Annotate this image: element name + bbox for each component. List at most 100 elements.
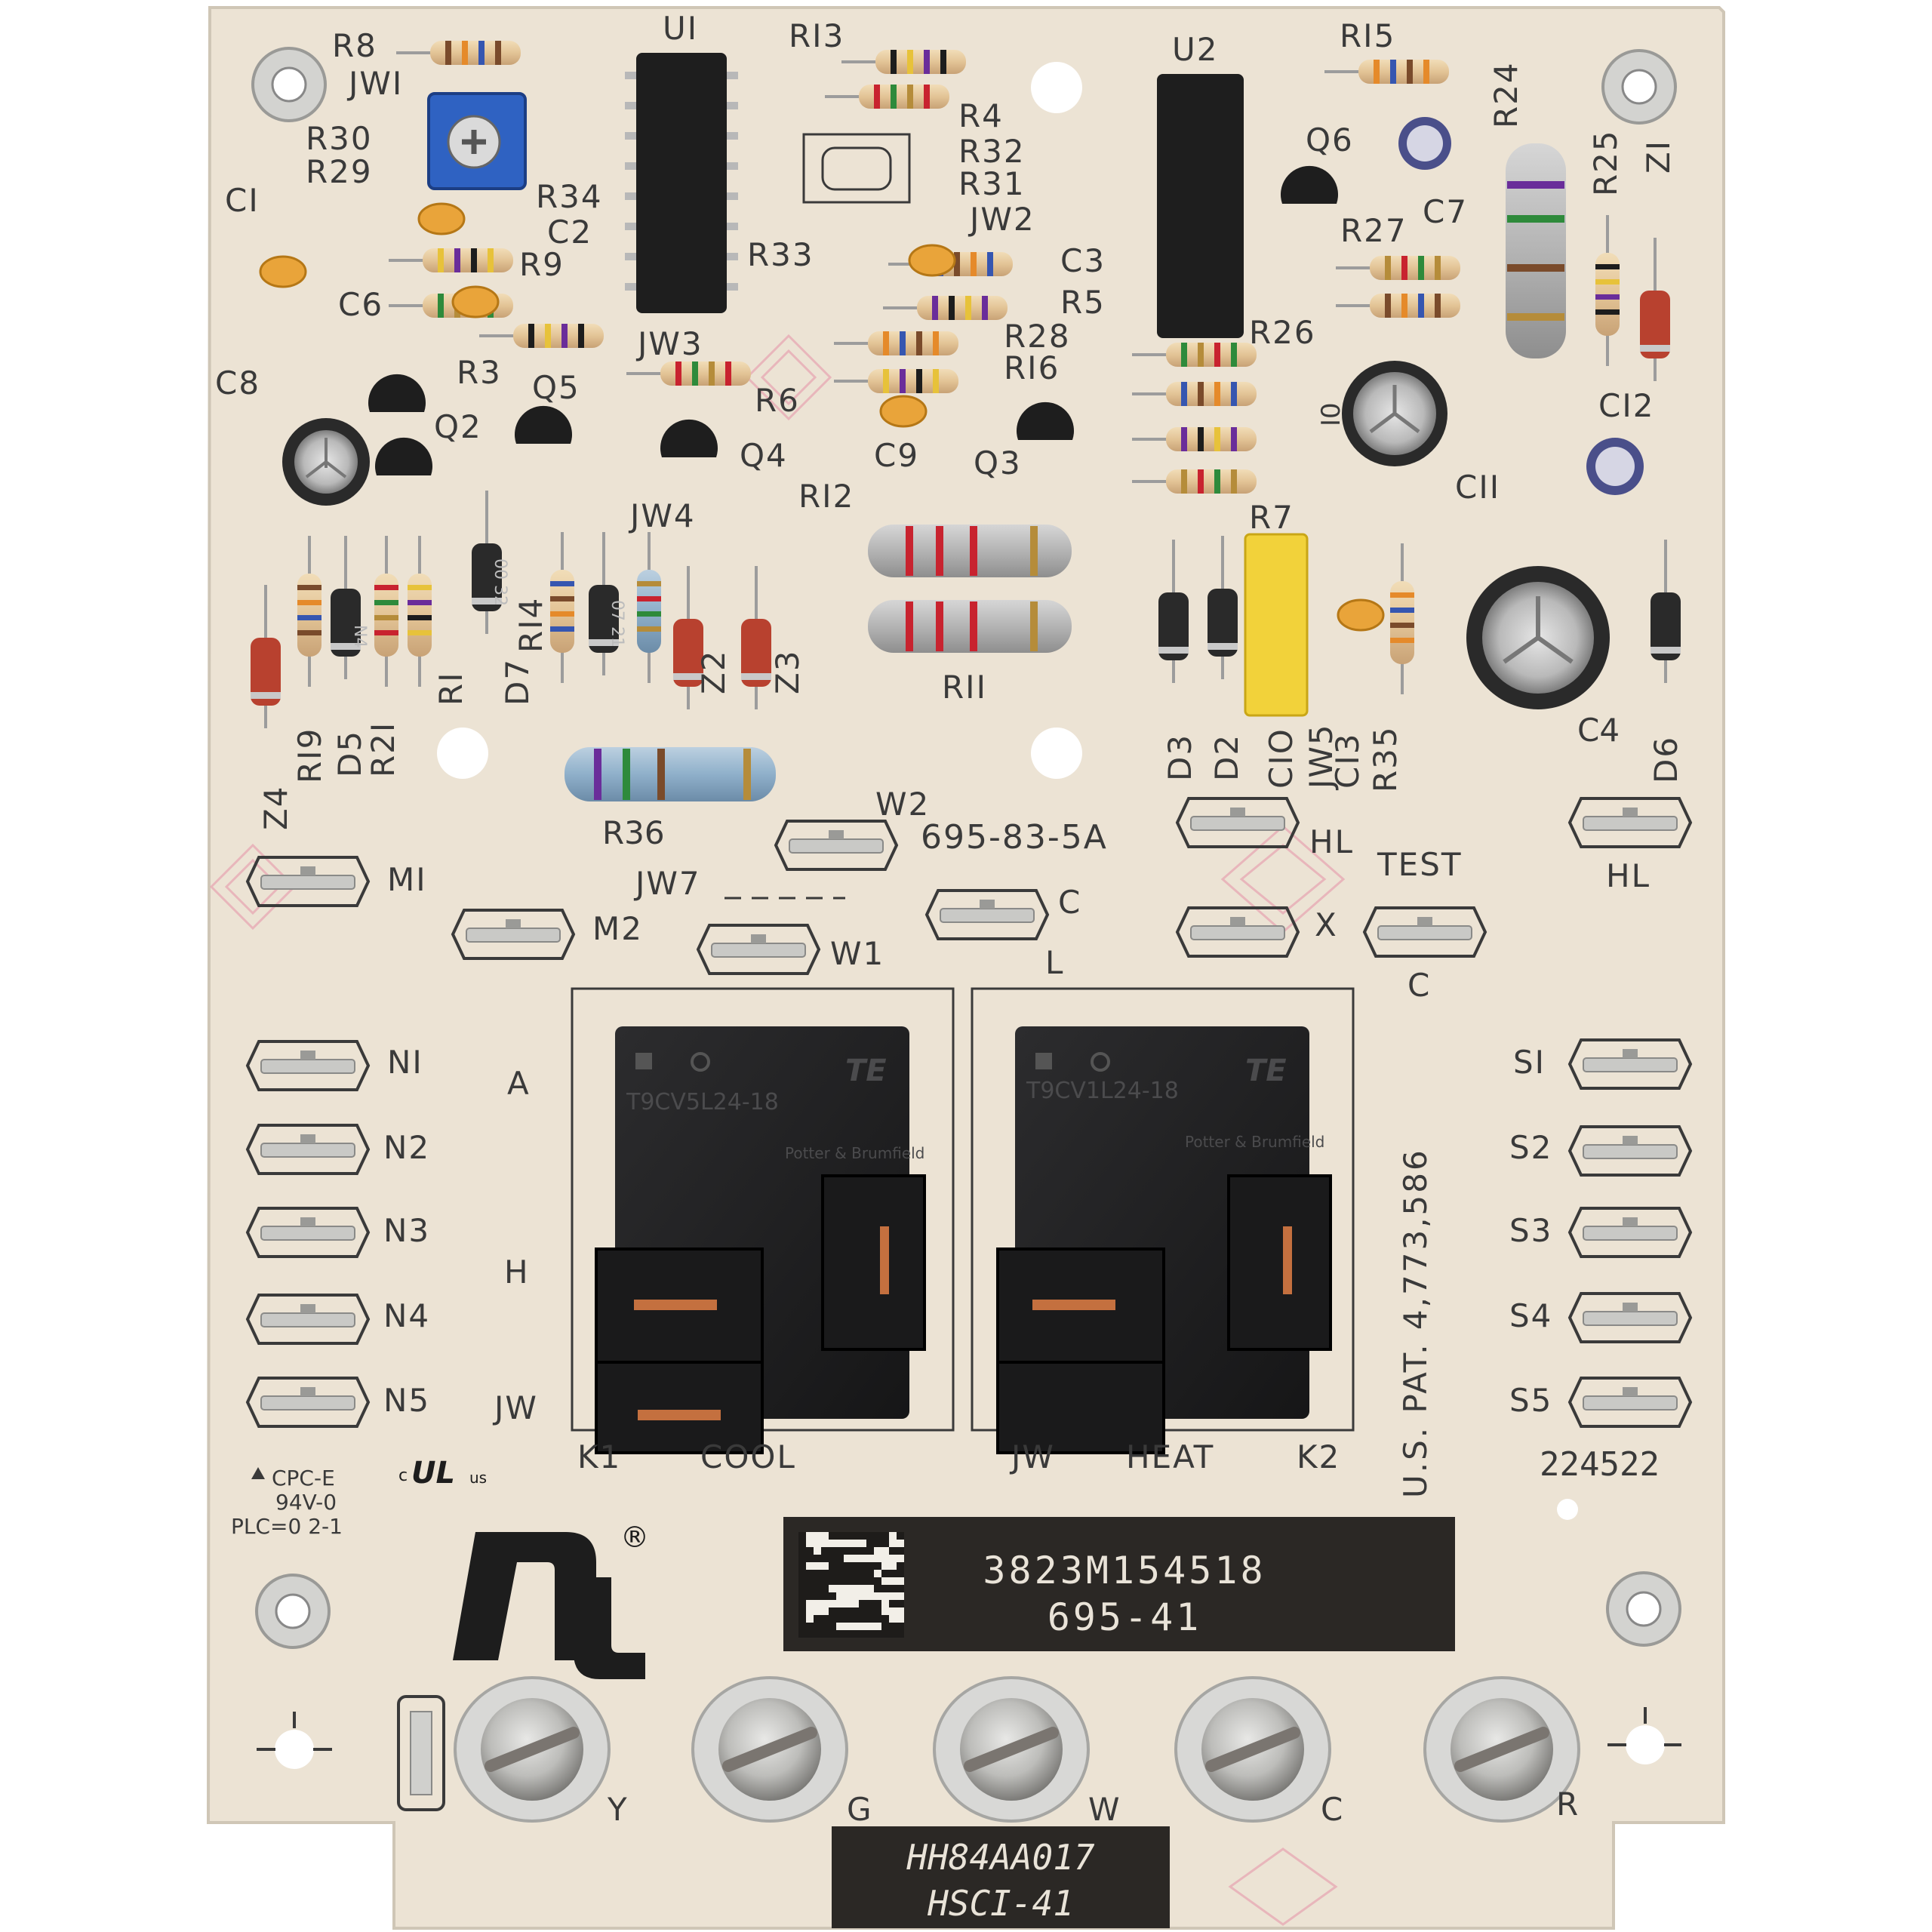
small-components — [251, 41, 1681, 728]
capacitor-c10 — [1244, 533, 1309, 717]
tab-outline — [924, 889, 1050, 940]
silk-c9: C9 — [874, 437, 919, 474]
silk-c1: CI — [225, 182, 260, 219]
date-code: 224522 — [1540, 1445, 1660, 1484]
silk-c: C — [1407, 967, 1431, 1004]
resistor — [1358, 60, 1449, 84]
relay-k2-model: T9CV1L24-18 — [1026, 1078, 1179, 1104]
silk-r14: RI4 — [512, 597, 549, 653]
silk-s5: S5 — [1509, 1382, 1552, 1419]
silk-m2: M2 — [592, 910, 643, 947]
tab-outline — [1567, 1207, 1693, 1258]
tab-outline — [245, 856, 371, 907]
silk-s3: S3 — [1509, 1212, 1552, 1249]
silk-test: TEST — [1377, 846, 1463, 883]
ic-u1 — [625, 53, 738, 313]
silk-r8: R8 — [332, 27, 377, 64]
spade-terminal — [260, 1312, 355, 1327]
spade-terminal — [260, 1395, 355, 1411]
tab-outline — [1362, 906, 1487, 958]
silk-ni: NI — [387, 1044, 423, 1081]
silk-h: H — [504, 1254, 530, 1291]
silk-r30: R30 — [306, 120, 373, 157]
svg-text:UL: UL — [411, 1456, 455, 1491]
relay-k1-model: T9CV5L24-18 — [626, 1089, 779, 1115]
ul-c: c — [398, 1466, 408, 1485]
silk-q5: Q5 — [532, 369, 580, 406]
spade-terminal — [1190, 816, 1285, 831]
resistor — [1166, 343, 1257, 367]
power-resistors — [565, 143, 1566, 801]
ul-registered: ® — [620, 1521, 649, 1554]
diode — [1158, 592, 1189, 660]
silk-a: A — [507, 1065, 531, 1102]
silk-q6: Q6 — [1306, 122, 1354, 158]
silk-r12: RI2 — [798, 478, 854, 515]
terminal-label-r: R — [1556, 1786, 1578, 1823]
silk-r5: R5 — [1060, 284, 1106, 321]
ceramic-capacitor — [879, 395, 928, 428]
tab-outline — [245, 1294, 371, 1345]
cert-line-2: 94V-0 — [275, 1490, 337, 1515]
small-ul-mark: c UL us — [398, 1456, 487, 1491]
silk-n2: N2 — [383, 1129, 430, 1166]
silk-z2: Z2 — [695, 650, 732, 695]
diode — [589, 585, 619, 653]
spade-terminal — [1583, 1226, 1678, 1241]
resistor — [1370, 256, 1460, 280]
serial-sub: 695-41 — [1048, 1595, 1202, 1639]
silk-r21: R2I — [365, 721, 401, 777]
silk-u1: UI — [663, 10, 698, 47]
terminal-label-w: W — [1088, 1791, 1120, 1828]
tab-outline — [245, 1040, 371, 1091]
silk-jw2: JW2 — [968, 201, 1035, 238]
silk-s4: S4 — [1509, 1297, 1552, 1334]
crosshairs — [257, 1707, 1681, 1751]
silk-r1: RI — [432, 671, 469, 706]
spade-terminal — [1583, 1395, 1678, 1411]
silk-jw4: JW4 — [628, 497, 696, 534]
resistor — [1166, 382, 1257, 406]
silk-r4: R4 — [958, 97, 1004, 134]
silk-cool: COOL — [700, 1438, 796, 1475]
tab-outline — [774, 820, 899, 871]
silk-r26: R26 — [1249, 314, 1316, 351]
resistor — [875, 50, 966, 74]
silk-u2: U2 — [1172, 31, 1218, 68]
ic-u2 — [1157, 74, 1244, 338]
silk-jw5: JW5 — [1303, 723, 1340, 791]
mounting-holes — [251, 47, 1681, 1769]
tab-outline — [1175, 797, 1300, 848]
quick-connect-tabs — [245, 797, 1693, 1428]
silk-r3: R3 — [457, 354, 502, 391]
spade-terminal — [1583, 1144, 1678, 1159]
transistor — [368, 374, 426, 412]
silk-r7: R7 — [1249, 499, 1294, 536]
resistor — [859, 85, 949, 109]
spade-terminal — [1190, 925, 1285, 940]
silk-d2: D2 — [1208, 734, 1245, 781]
silk-n4: N4 — [383, 1297, 430, 1334]
silk-r29: R29 — [306, 153, 373, 190]
spade-terminal — [260, 1143, 355, 1158]
transistor — [515, 405, 572, 444]
silk-r25: R25 — [1587, 129, 1624, 196]
tab-outline — [1567, 797, 1693, 848]
silk-r36: R36 — [602, 814, 665, 851]
transistor — [1017, 401, 1074, 440]
model-code: 695-83-5A — [921, 818, 1108, 857]
silk-c13: CI3 — [1329, 733, 1366, 789]
silk-c7: C7 — [1423, 193, 1468, 230]
silk-c2: C2 — [547, 214, 592, 251]
silk-s2: S2 — [1509, 1129, 1552, 1166]
patent-text: U.S. PAT. 4,773,586 — [1397, 1148, 1434, 1498]
tab-outline — [1175, 906, 1300, 958]
cert-triangle — [251, 1467, 265, 1479]
diode — [741, 619, 771, 687]
silk-c10: CIO — [1263, 728, 1300, 789]
silk-q2: Q2 — [434, 408, 482, 445]
silk-n5: N5 — [383, 1382, 430, 1419]
diode — [1208, 589, 1238, 657]
tab-outline — [245, 1377, 371, 1428]
silk-z1: ZI — [1640, 140, 1677, 174]
